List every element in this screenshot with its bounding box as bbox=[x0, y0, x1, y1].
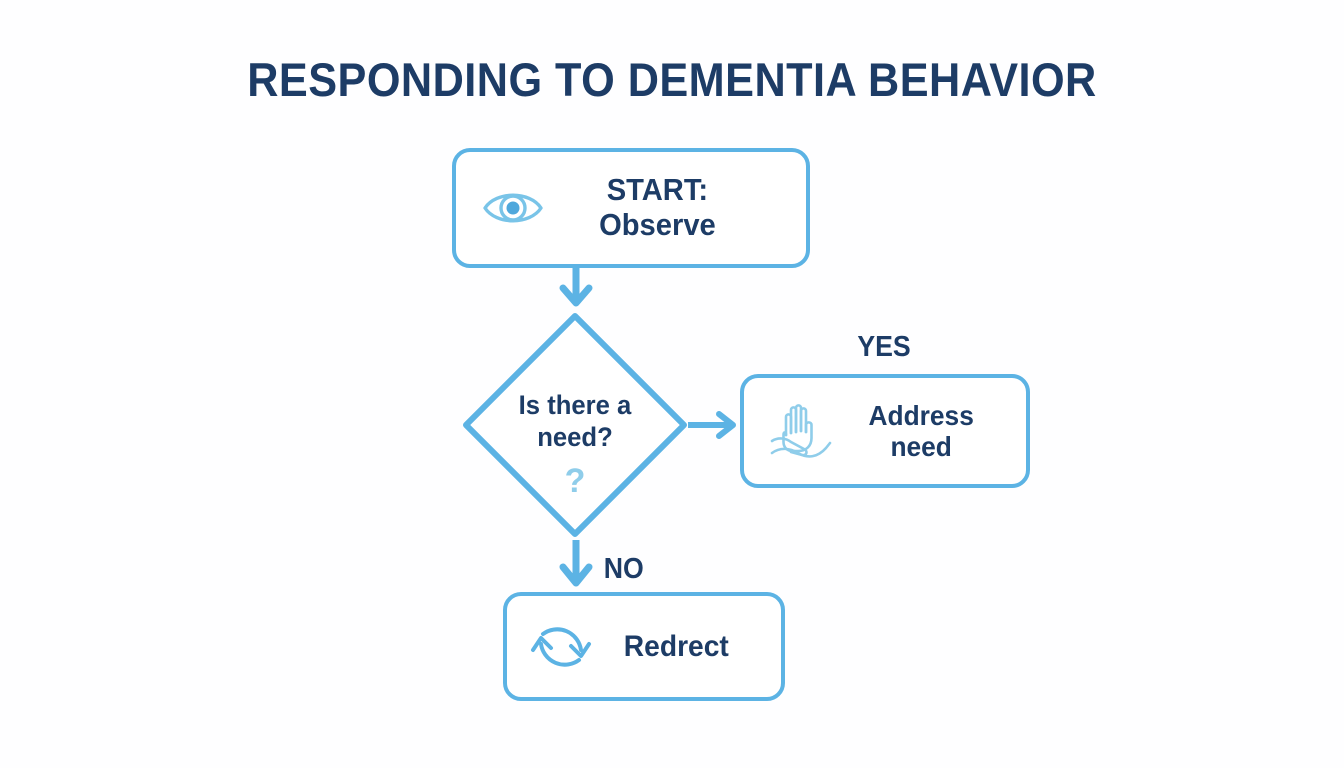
diamond-shape bbox=[463, 313, 687, 537]
node-decision-label: Is there a need? bbox=[468, 390, 683, 454]
question-mark-icon: ? bbox=[564, 462, 586, 500]
edge-label-yes: YES bbox=[857, 331, 911, 363]
node-start-observe[interactable]: START: Observe bbox=[452, 148, 810, 268]
edge-decision-to-redirect bbox=[559, 540, 593, 587]
node-start-label: START: Observe bbox=[599, 172, 716, 242]
refresh-cycle-icon bbox=[525, 612, 597, 682]
eye-icon bbox=[482, 185, 544, 231]
node-address-need[interactable]: Address need bbox=[740, 374, 1030, 488]
node-address-label-line2: need bbox=[890, 431, 952, 462]
edge-label-no: NO bbox=[603, 553, 644, 585]
node-address-label: Address need bbox=[843, 400, 1005, 463]
node-decision-is-there-a-need[interactable]: Is there a need? ? bbox=[462, 312, 688, 538]
node-address-label-line1: Address bbox=[868, 399, 974, 431]
node-decision-label-line2: need? bbox=[537, 421, 613, 452]
edge-decision-to-address bbox=[688, 411, 736, 439]
page-title: RESPONDING TO DEMENTIA BEHAVIOR bbox=[247, 53, 1097, 106]
helping-hands-icon bbox=[764, 395, 838, 467]
node-decision-label-line1: Is there a bbox=[518, 390, 632, 420]
node-redirect-label: Redrect bbox=[623, 629, 729, 663]
node-redirect[interactable]: Redrect bbox=[503, 592, 785, 701]
edge-start-to-decision bbox=[559, 268, 593, 307]
